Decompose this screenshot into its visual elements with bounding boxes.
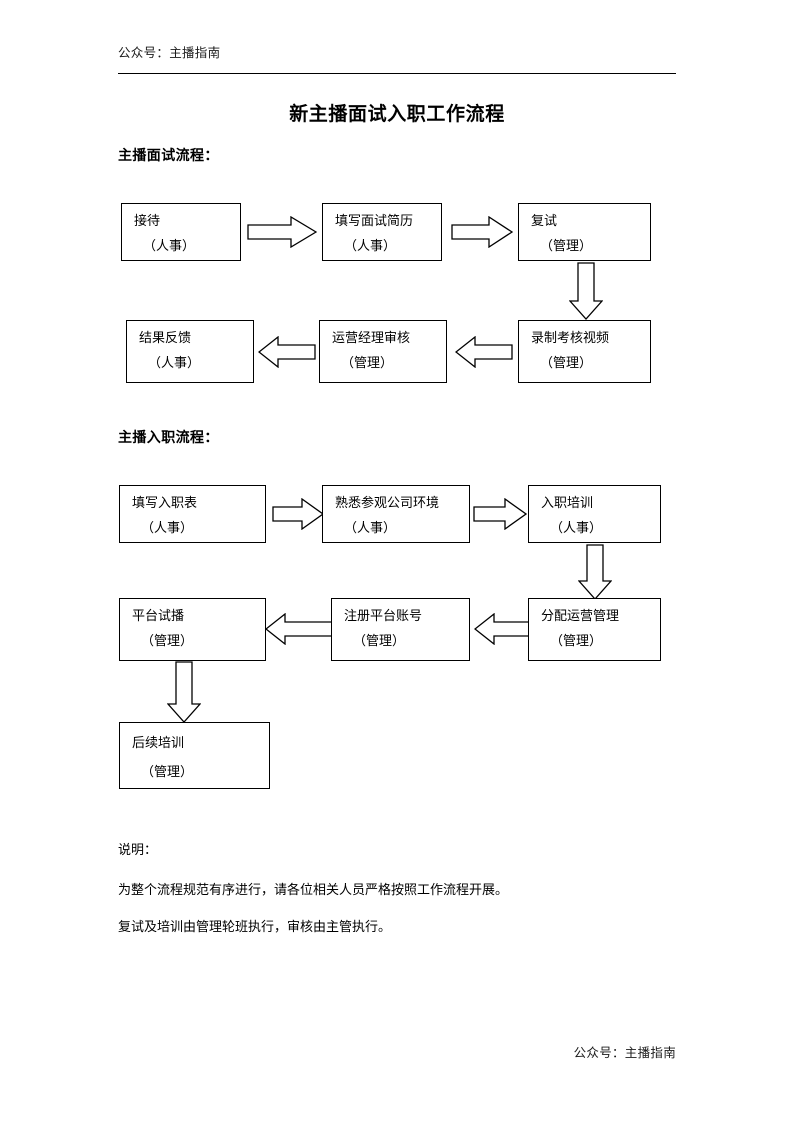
- flow-box-title: 结果反馈: [139, 331, 192, 346]
- flow-box-owner: （人事）: [141, 520, 194, 536]
- arrow-down-second-round-to-video: [569, 262, 603, 320]
- flow-box-title: 填写面试简历: [335, 214, 414, 229]
- flow-box-onboard-training: 入职培训 （人事）: [528, 485, 661, 543]
- flow-box-title: 运营经理审核: [332, 331, 411, 346]
- arrow-left-assign-ops-to-register: [474, 613, 530, 645]
- flow-box-owner: （管理）: [341, 355, 394, 371]
- notes-line-2: 复试及培训由管理轮班执行，审核由主管执行。: [118, 920, 392, 935]
- flow-box-owner: （管理）: [550, 633, 603, 649]
- flow-box-owner: （管理）: [141, 764, 194, 780]
- flow-box-onboard-assign-ops: 分配运营管理 （管理）: [528, 598, 661, 661]
- flow-box-title: 入职培训: [541, 496, 594, 511]
- flow-box-onboard-followup-training: 后续培训 （管理）: [119, 722, 270, 789]
- flow-box-title: 录制考核视频: [531, 331, 610, 346]
- flow-box-owner: （管理）: [353, 633, 406, 649]
- flow-box-owner: （人事）: [344, 520, 397, 536]
- flow-box-interview-reception: 接待 （人事）: [121, 203, 241, 261]
- flow-box-onboard-register-account: 注册平台账号 （管理）: [331, 598, 470, 661]
- section-heading-onboarding: 主播入职流程：: [118, 430, 219, 446]
- arrow-down-training-to-assign-ops: [578, 544, 612, 600]
- flow-box-owner: （管理）: [540, 355, 593, 371]
- flow-box-interview-resume: 填写面试简历 （人事）: [322, 203, 442, 261]
- footer-account-label: 公众号：主播指南: [573, 1045, 676, 1060]
- flow-box-title: 接待: [134, 214, 161, 229]
- section-heading-interview: 主播面试流程：: [118, 148, 219, 164]
- flow-box-title: 后续培训: [132, 736, 185, 751]
- flow-box-title: 分配运营管理: [541, 609, 620, 624]
- page-title: 新主播面试入职工作流程: [289, 103, 505, 125]
- arrow-down-trial-broadcast-to-followup: [167, 661, 201, 723]
- flow-box-title: 熟悉参观公司环境: [335, 496, 440, 511]
- flow-box-owner: （人事）: [344, 238, 397, 254]
- flow-box-owner: （人事）: [143, 238, 196, 254]
- header-account-label: 公众号：主播指南: [118, 45, 221, 60]
- flow-box-title: 复试: [531, 214, 558, 229]
- flow-box-owner: （人事）: [148, 355, 201, 371]
- arrow-right-form-to-tour: [272, 498, 324, 530]
- flow-box-onboard-form: 填写入职表 （人事）: [119, 485, 266, 543]
- arrow-right-tour-to-training: [473, 498, 527, 530]
- flow-box-owner: （管理）: [540, 238, 593, 254]
- flow-box-interview-second-round: 复试 （管理）: [518, 203, 651, 261]
- arrow-left-manager-review-to-feedback: [258, 336, 316, 368]
- notes-line-1: 为整个流程规范有序进行，请各位相关人员严格按照工作流程开展。: [118, 883, 509, 898]
- flow-box-title: 填写入职表: [132, 496, 198, 511]
- flow-box-interview-record-video: 录制考核视频 （管理）: [518, 320, 651, 383]
- header-divider: [118, 73, 676, 74]
- arrow-right-resume-to-second-round: [451, 216, 513, 248]
- flow-box-owner: （人事）: [550, 520, 603, 536]
- arrow-right-reception-to-resume: [247, 216, 317, 248]
- arrow-left-register-to-trial-broadcast: [265, 613, 333, 645]
- flow-box-interview-result-feedback: 结果反馈 （人事）: [126, 320, 254, 383]
- arrow-left-video-to-manager-review: [455, 336, 513, 368]
- flow-box-onboard-trial-broadcast: 平台试播 （管理）: [119, 598, 266, 661]
- flow-box-title: 平台试播: [132, 609, 185, 624]
- notes-title: 说明：: [118, 843, 158, 858]
- flow-box-owner: （管理）: [141, 633, 194, 649]
- flow-box-onboard-tour: 熟悉参观公司环境 （人事）: [322, 485, 470, 543]
- flow-box-title: 注册平台账号: [344, 609, 423, 624]
- flow-box-interview-manager-review: 运营经理审核 （管理）: [319, 320, 447, 383]
